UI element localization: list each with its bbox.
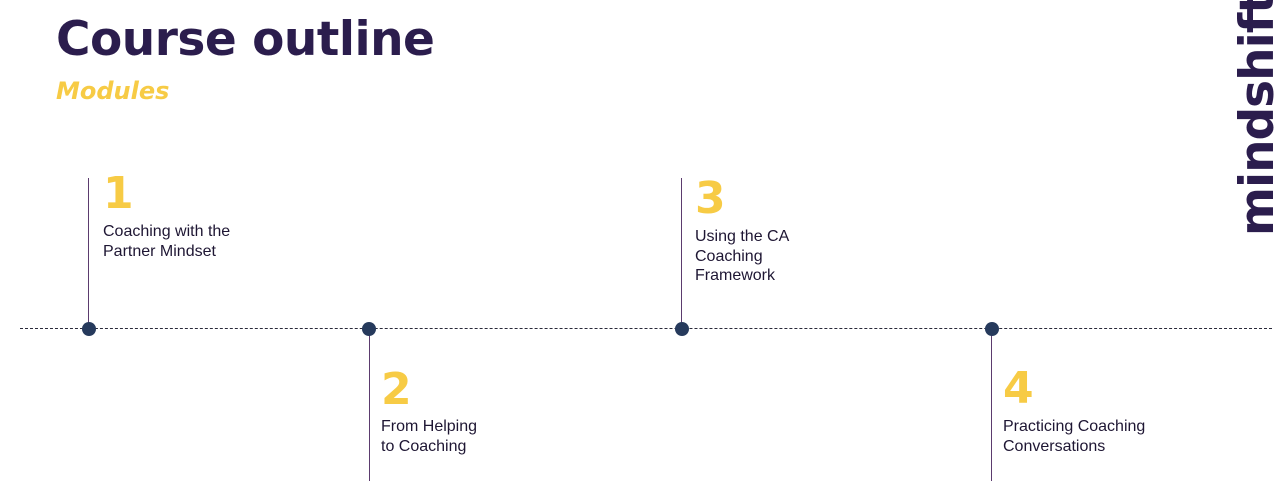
page-title: Course outline	[56, 12, 435, 67]
page-subtitle: Modules	[56, 77, 170, 105]
module-1-marker	[82, 322, 96, 336]
module-3-label-line: Using the CA	[695, 228, 790, 245]
module-1-label-line: Partner Mindset	[103, 242, 216, 260]
module-2-label-line: From Helping	[381, 418, 478, 435]
module-4-stem	[991, 329, 992, 481]
module-2-stem	[369, 329, 370, 481]
module-2-label: From Helping to Coaching	[381, 417, 541, 456]
module-4-label: Practicing Coaching Conversations	[1003, 417, 1163, 456]
module-1-label-line: Coaching with the	[103, 223, 231, 240]
module-2-number: 2	[381, 364, 412, 415]
module-3-stem	[681, 178, 682, 328]
module-4-number: 4	[1003, 363, 1034, 414]
module-1-number: 1	[103, 168, 134, 219]
module-4-label-line: Practicing Coaching	[1003, 418, 1146, 435]
module-4-label-line: Conversations	[1003, 437, 1106, 455]
module-3-label-line: Coaching	[695, 247, 763, 265]
module-3-label-line: Framework	[695, 267, 776, 284]
module-3-marker	[675, 322, 689, 336]
module-3-number: 3	[695, 173, 726, 224]
module-2-label-line: to Coaching	[381, 437, 467, 455]
module-2-marker	[362, 322, 376, 336]
module-3-label: Using the CA Coaching Framework	[695, 227, 855, 286]
module-4-marker	[985, 322, 999, 336]
brand-logo: mindshift	[1230, 0, 1280, 236]
module-1-stem	[88, 178, 89, 328]
timeline-axis	[20, 328, 1272, 329]
module-1-label: Coaching with the Partner Mindset	[103, 222, 263, 261]
